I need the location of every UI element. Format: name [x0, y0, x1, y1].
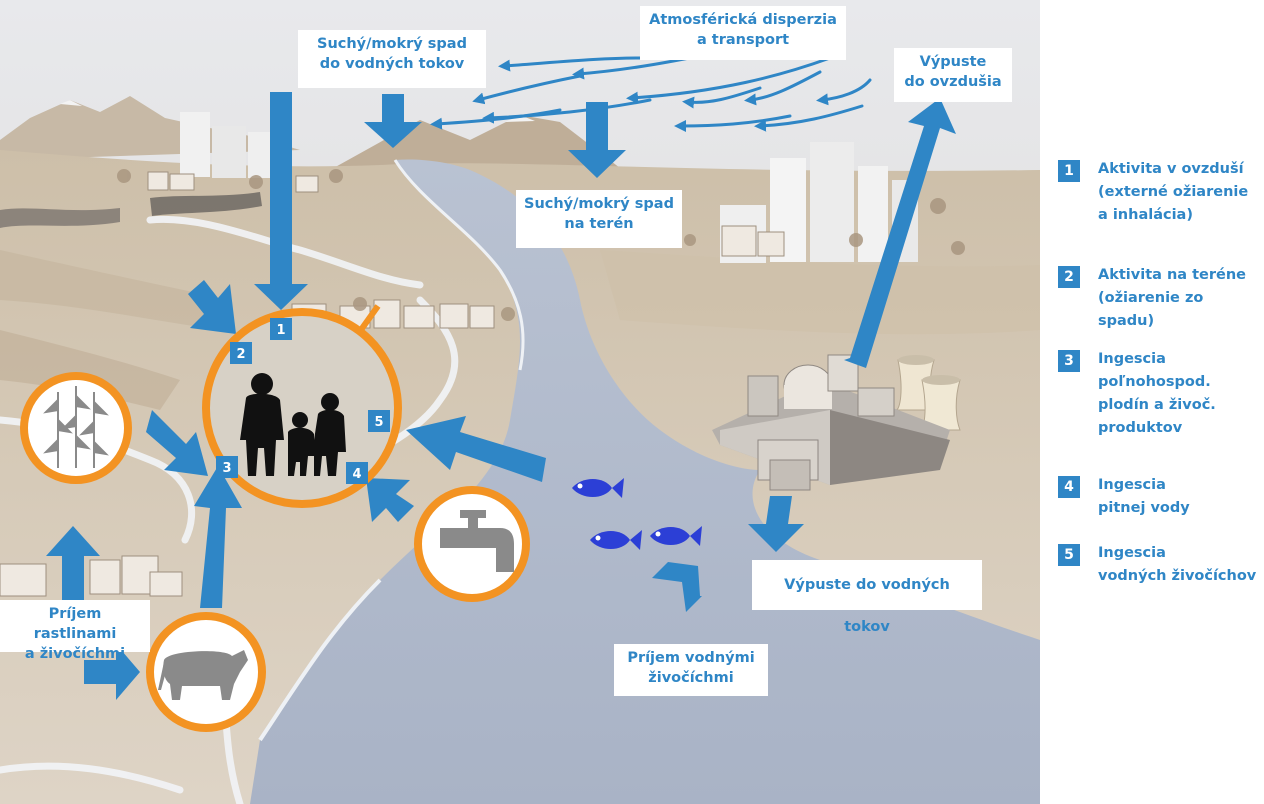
- legend-line: pitnej vody: [1098, 500, 1190, 516]
- legend-number: 5: [1058, 544, 1080, 566]
- legend-line: (externé ožiarenie: [1098, 184, 1249, 200]
- label-line: Výpuste do vodných tokov: [784, 577, 950, 635]
- number-badge-3: 3: [216, 456, 238, 478]
- legend-line: a inhalácia): [1098, 207, 1193, 223]
- label-releases-water: Výpuste do vodných tokov: [752, 560, 982, 635]
- legend-item-5: 5 Ingescia vodných živočíchov: [1058, 542, 1256, 588]
- fish-icon: [572, 478, 702, 550]
- label-line: Príjem rastlinami: [33, 606, 117, 642]
- legend-line: (ožiarenie zo spadu): [1098, 290, 1204, 329]
- legend-text: Ingescia vodných živočíchov: [1098, 542, 1256, 588]
- legend-number: 4: [1058, 476, 1080, 498]
- svg-text:5: 5: [374, 415, 383, 430]
- svg-text:1: 1: [276, 323, 285, 338]
- number-badge-1: 1: [270, 318, 292, 340]
- label-line: na terén: [564, 216, 634, 232]
- svg-text:2: 2: [236, 347, 245, 362]
- legend-item-4: 4 Ingescia pitnej vody: [1058, 474, 1190, 520]
- label-line: Suchý/mokrý spad: [524, 196, 674, 212]
- label-line: Výpuste: [919, 54, 987, 70]
- label-dry-wet-terrain: Suchý/mokrý spad na terén: [516, 190, 682, 248]
- crops-icon: [43, 386, 109, 468]
- people-icon: [240, 373, 346, 476]
- label-line: Suchý/mokrý spad: [317, 36, 467, 52]
- svg-text:4: 4: [352, 467, 361, 482]
- label-uptake-aquatic: Príjem vodnými živočíchmi: [614, 644, 768, 696]
- label-line: a živočíchmi: [24, 646, 126, 662]
- label-line: živočíchmi: [648, 670, 734, 686]
- cow-icon: [158, 650, 248, 700]
- legend-line: Aktivita na teréne: [1098, 267, 1247, 283]
- legend-item-1: 1 Aktivita v ovzduší (externé ožiarenie …: [1058, 158, 1248, 227]
- number-badge-5: 5: [368, 410, 390, 432]
- legend-text: Ingescia pitnej vody: [1098, 474, 1190, 520]
- legend-line: Ingescia: [1098, 351, 1166, 367]
- label-line: Atmosférická disperzia: [649, 12, 837, 28]
- legend-line: Ingescia: [1098, 477, 1166, 493]
- label-releases-air: Výpuste do ovzdušia: [894, 48, 1012, 102]
- legend-line: produktov: [1098, 420, 1183, 436]
- legend-line: Ingescia: [1098, 545, 1166, 561]
- label-uptake-plants: Príjem rastlinami a živočíchmi: [0, 600, 150, 662]
- legend-text: Aktivita na teréne (ožiarenie zo spadu): [1098, 264, 1264, 333]
- legend-line: poľnohospod.: [1098, 374, 1211, 390]
- legend-text: Aktivita v ovzduší (externé ožiarenie a …: [1098, 158, 1248, 227]
- faucet-icon: [440, 510, 514, 572]
- legend-item-2: 2 Aktivita na teréne (ožiarenie zo spadu…: [1058, 264, 1264, 333]
- legend-text: Ingescia poľnohospod. plodín a živoč. pr…: [1098, 348, 1216, 440]
- legend-number: 3: [1058, 350, 1080, 372]
- label-atmospheric-dispersion: Atmosférická disperzia a transport: [640, 6, 846, 60]
- number-badge-4: 4: [346, 462, 368, 484]
- river: [250, 159, 1040, 804]
- legend-item-3: 3 Ingescia poľnohospod. plodín a živoč. …: [1058, 348, 1216, 440]
- legend-number: 2: [1058, 266, 1080, 288]
- label-line: Príjem vodnými: [627, 650, 755, 666]
- landscape-illustration: 1 2 3 4 5: [0, 0, 1040, 804]
- legend-line: vodných živočíchov: [1098, 568, 1257, 584]
- label-line: do vodných tokov: [319, 56, 465, 72]
- label-dry-wet-waterways: Suchý/mokrý spad do vodných tokov: [298, 30, 486, 88]
- nuclear-plant-icon: [712, 354, 961, 491]
- legend-line: Aktivita v ovzduší: [1098, 161, 1244, 177]
- label-line: do ovzdušia: [904, 74, 1002, 90]
- legend-line: plodín a živoč.: [1098, 397, 1216, 413]
- number-badge-2: 2: [230, 342, 252, 364]
- legend-number: 1: [1058, 160, 1080, 182]
- svg-text:3: 3: [222, 461, 231, 476]
- label-line: a transport: [696, 32, 790, 48]
